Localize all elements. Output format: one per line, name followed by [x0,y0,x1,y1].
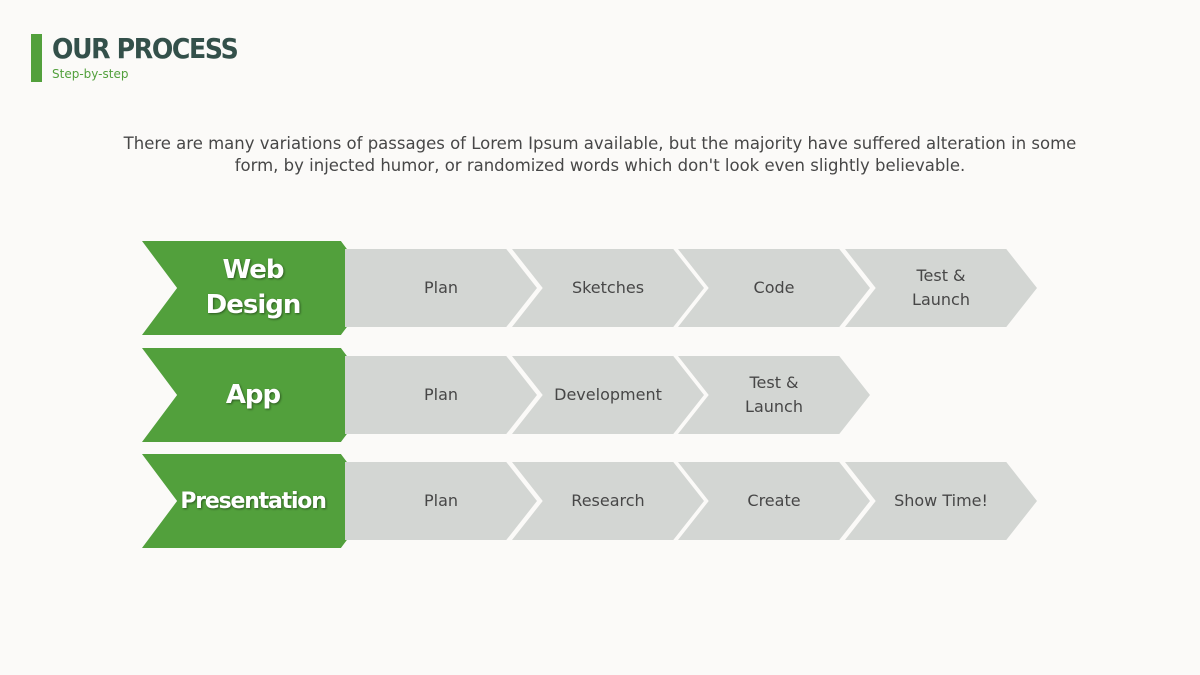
step-label: Plan [423,278,459,297]
step-label: Test & Launch [912,266,970,309]
step-label: Development [554,385,662,404]
process-chevron-web-design: Web Design [142,241,376,335]
step-chevron: Development [512,356,704,434]
step-chevron: Show Time! [845,462,1037,540]
process-name: Presentation [180,488,327,514]
step-chevron: Test & Launch [678,356,870,434]
page-subtitle: Step-by-step [52,67,129,81]
step-label: Code [753,278,795,297]
step-chevron: Test & Launch [845,249,1037,327]
process-name: App [225,379,281,410]
page-title: OUR PROCESS [52,32,239,65]
step-chevron: Sketches [512,249,704,327]
process-chevron-presentation: Presentation [142,454,376,548]
step-chevron: Plan [345,249,537,327]
step-chevron: Plan [345,356,537,434]
process-chevron-app: App [142,348,376,442]
step-label: Plan [423,491,459,510]
step-chevron: Create [678,462,870,540]
step-label: Sketches [571,278,645,297]
step-label: Test & Launch [745,373,803,416]
step-label: Create [747,491,801,510]
process-name: Web Design [205,255,302,320]
step-chevron: Research [512,462,704,540]
step-label: Show Time! [894,491,988,510]
step-label: Plan [423,385,459,404]
title-accent-bar [31,34,42,82]
step-chevron: Plan [345,462,537,540]
step-chevron: Code [678,249,870,327]
step-label: Research [571,491,645,510]
intro-text: There are many variations of passages of… [123,134,1077,175]
